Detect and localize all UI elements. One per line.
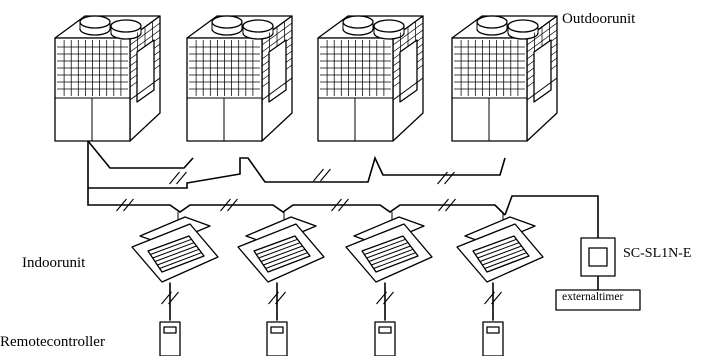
pipe-hash-mark [437, 171, 455, 185]
outdoor-unit [451, 15, 558, 142]
outdoor-unit-label: Outdoorunit [562, 11, 636, 27]
wire-hash-mark [376, 291, 394, 305]
remote-controller-label: Remotecontroller [0, 334, 105, 350]
central-controller [580, 237, 616, 277]
indoor-unit [131, 212, 219, 283]
external-timer-box [555, 289, 641, 311]
pipe-hash-mark [438, 198, 456, 212]
indoor-unit-label: Indoorunit [22, 255, 86, 271]
pipe-segment [87, 141, 506, 189]
outdoor-units [54, 15, 558, 142]
wire-hash-mark [268, 291, 286, 305]
indoor-unit [237, 212, 325, 283]
outdoor-unit [54, 15, 161, 142]
central-controller-group [555, 237, 641, 311]
wire-hash-mark [161, 291, 179, 305]
remote-controller [482, 282, 504, 356]
pipe-hash-mark [220, 198, 238, 212]
remote-controllers [159, 282, 504, 356]
external-timer-label: externaltimer [562, 291, 624, 303]
pipe-hash-mark [169, 171, 187, 185]
pipe-segment [87, 140, 194, 169]
remote-controller [374, 282, 396, 356]
pipe-segment [504, 195, 599, 238]
indoor-unit [456, 212, 544, 283]
central-controller-label: SC-SL1N-E [623, 246, 692, 261]
refrigerant-piping [87, 140, 599, 290]
remote-controller [159, 282, 181, 356]
indoor-unit [345, 212, 433, 283]
pipe-hash-mark [331, 198, 349, 212]
pipe-hash-mark [313, 168, 331, 182]
outdoor-unit [317, 15, 424, 142]
pipe-hash-mark [116, 198, 134, 212]
outdoor-unit [186, 15, 293, 142]
pipe-segment [87, 188, 506, 216]
indoor-units [131, 212, 544, 283]
remote-controller [266, 282, 288, 356]
wire-hash-mark [484, 291, 502, 305]
